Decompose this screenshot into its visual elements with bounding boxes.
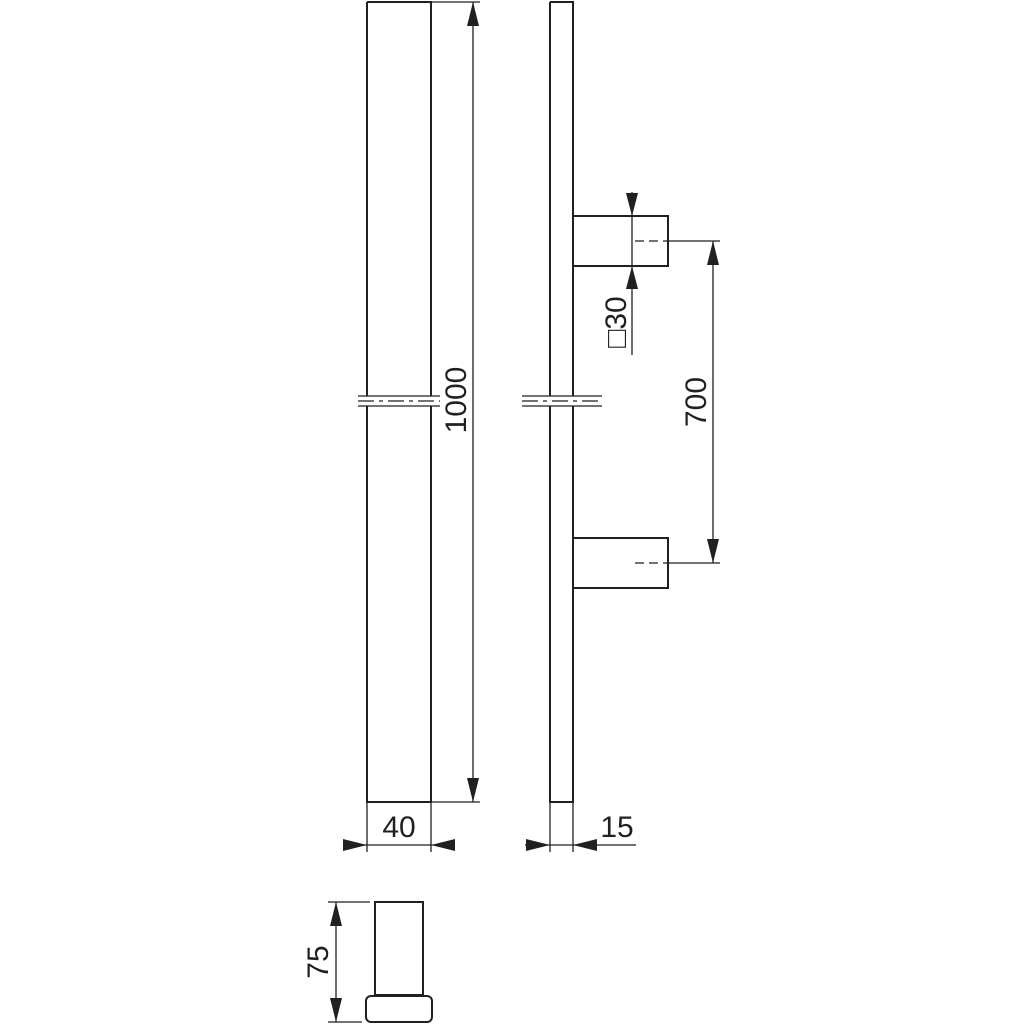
dimension-standoff-section: □30: [600, 192, 638, 355]
dimension-standoff-section-label: □30: [600, 296, 633, 348]
end-view: [365, 901, 433, 1023]
dimension-thickness: 15: [525, 802, 636, 852]
dimension-center-distance-label: 700: [680, 377, 713, 427]
standoff-bottom: [572, 537, 720, 589]
dimension-length-label: 1000: [440, 367, 473, 434]
dimension-center-distance: 700: [680, 241, 719, 563]
standoff-top: [572, 215, 720, 267]
dimension-length: 1000: [431, 1, 480, 803]
side-view-bar: [522, 1, 602, 803]
front-view-bar: [358, 1, 440, 803]
dimension-thickness-label: 15: [600, 811, 633, 844]
dimension-projection: 75: [302, 901, 370, 1023]
dimension-width-label: 40: [382, 811, 415, 844]
dimension-projection-label: 75: [302, 945, 335, 978]
dimension-width: 40: [343, 802, 455, 852]
